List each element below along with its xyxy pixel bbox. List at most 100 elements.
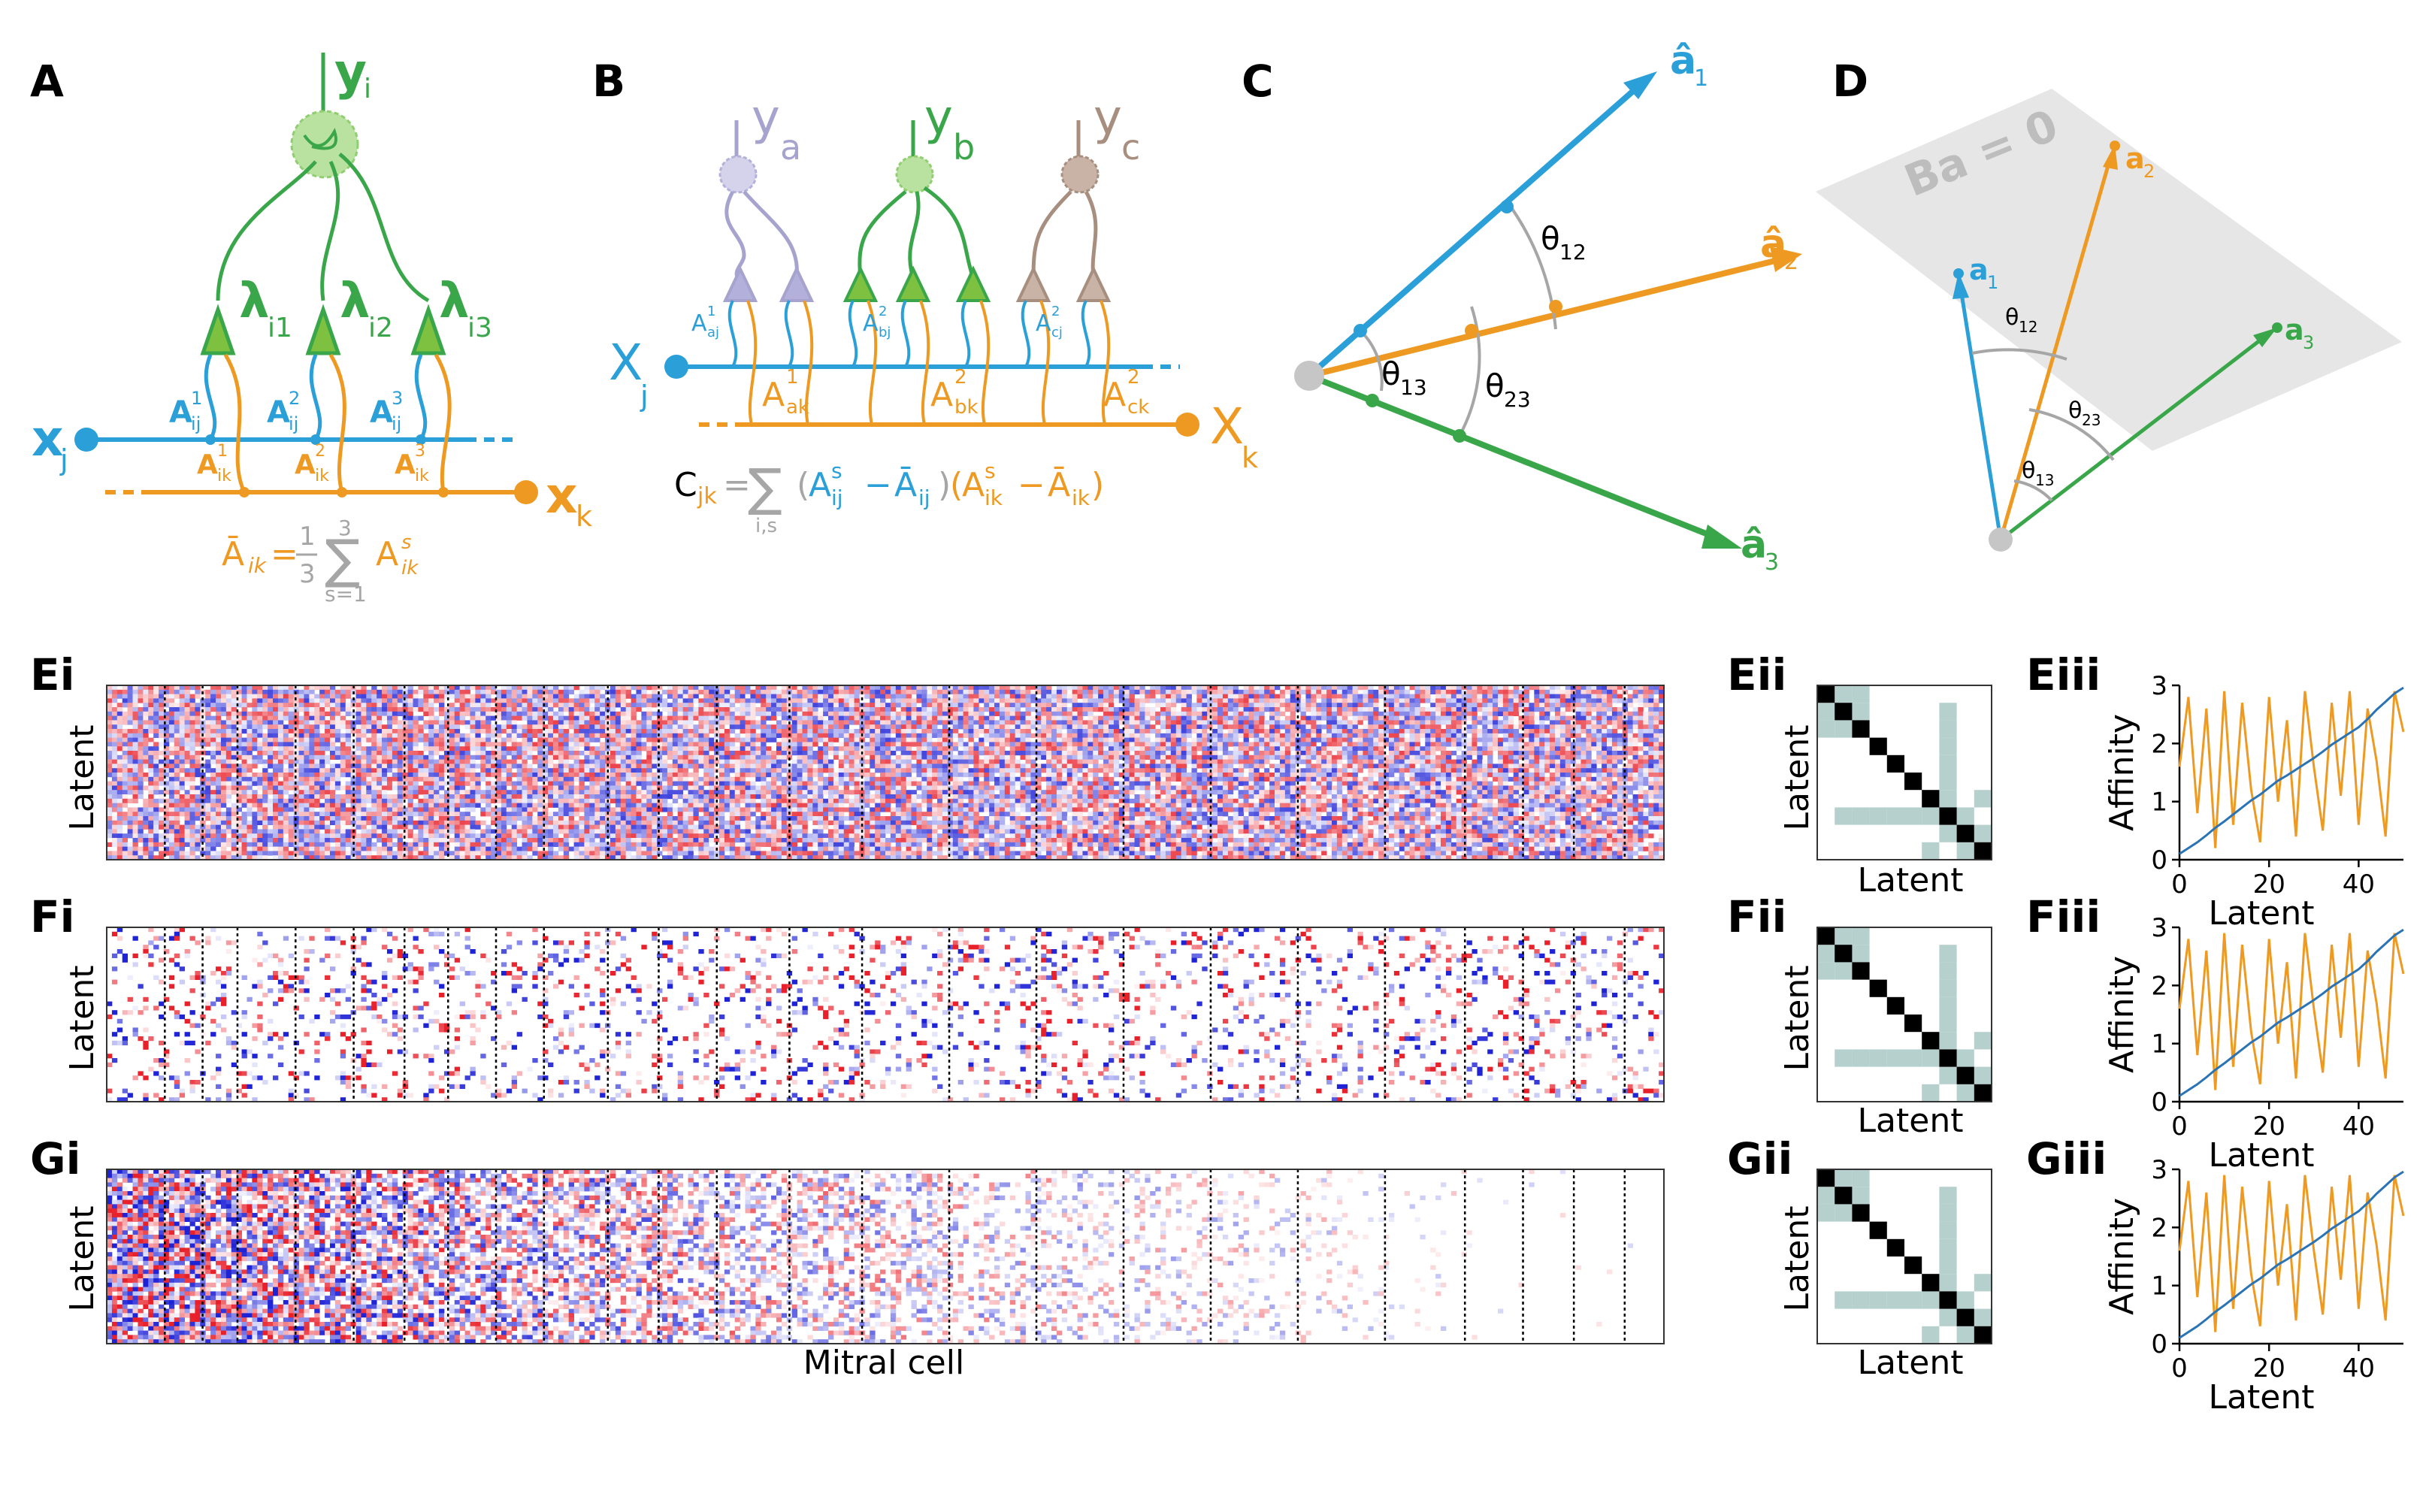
heatmap-cell	[662, 798, 668, 803]
heatmap-cell	[366, 833, 372, 839]
heatmap-cell	[594, 759, 600, 764]
heatmap-cell	[138, 794, 144, 800]
heatmap-cell	[729, 694, 736, 699]
heatmap-cell	[594, 803, 600, 808]
heatmap-cell	[657, 746, 663, 751]
heatmap-cell	[459, 798, 465, 803]
heatmap-cell	[386, 794, 393, 800]
heatmap-cell	[116, 768, 123, 773]
heatmap-cell	[698, 851, 704, 856]
heatmap-cell	[568, 846, 574, 851]
heatmap-cell	[252, 733, 258, 738]
heatmap-cell	[439, 698, 445, 703]
heatmap-cell	[122, 816, 129, 821]
heatmap-cell	[205, 812, 211, 817]
heatmap-cell	[677, 724, 684, 730]
heatmap-cell	[143, 833, 149, 839]
heatmap-cell	[428, 833, 434, 839]
heatmap-cell	[257, 759, 263, 764]
heatmap-cell	[241, 829, 247, 834]
heatmap-cell	[771, 820, 777, 825]
heatmap-cell	[386, 851, 393, 856]
heatmap-cell	[568, 807, 574, 812]
heatmap-cell	[579, 785, 585, 791]
heatmap-cell	[615, 798, 622, 803]
heatmap-cell	[319, 733, 325, 738]
heatmap-cell	[392, 824, 398, 830]
heatmap-cell	[138, 733, 144, 738]
heatmap-cell	[709, 698, 715, 703]
heatmap-cell	[511, 798, 518, 803]
heatmap-cell	[698, 794, 704, 800]
heatmap-cell	[449, 694, 455, 699]
heatmap-cell	[225, 842, 232, 847]
heatmap-cell	[501, 838, 507, 843]
heatmap-cell	[179, 829, 185, 834]
heatmap-cell	[407, 715, 413, 721]
heatmap-cell	[236, 737, 242, 742]
heatmap-cell	[454, 751, 461, 756]
heatmap-cell	[138, 764, 144, 769]
heatmap-cell	[485, 707, 492, 712]
heatmap-cell	[439, 685, 445, 691]
heatmap-cell	[688, 694, 694, 699]
heatmap-cell	[688, 838, 694, 843]
heatmap-cell	[693, 803, 699, 808]
heatmap-cell	[740, 855, 746, 860]
heatmap-cell	[288, 816, 295, 821]
heatmap-cell	[423, 694, 429, 699]
heatmap-cell	[195, 764, 201, 769]
heatmap-cell	[252, 798, 258, 803]
heatmap-cell	[377, 794, 383, 800]
heatmap-cell	[755, 698, 761, 703]
heatmap-cell	[314, 829, 320, 834]
heatmap-cell	[543, 773, 549, 778]
heatmap-cell	[475, 833, 481, 839]
heatmap-cell	[459, 698, 465, 703]
heatmap-cell	[771, 754, 777, 760]
heatmap-cell	[646, 781, 652, 786]
heatmap-cell	[527, 751, 533, 756]
heatmap-cell	[537, 807, 543, 812]
heatmap-cell	[345, 790, 352, 795]
heatmap-cell	[698, 737, 704, 742]
heatmap-cell	[652, 724, 658, 730]
heatmap-cell	[750, 764, 756, 769]
heatmap-cell	[386, 833, 393, 839]
heatmap-cell	[522, 846, 528, 851]
heatmap-cell	[459, 846, 465, 851]
heatmap-cell	[314, 776, 320, 782]
heatmap-cell	[428, 685, 434, 691]
heatmap-cell	[449, 737, 455, 742]
heatmap-cell	[527, 711, 533, 716]
heatmap-cell	[293, 776, 299, 782]
heatmap-cell	[584, 833, 590, 839]
heatmap-cell	[397, 685, 404, 691]
heatmap-cell	[480, 807, 486, 812]
heatmap-cell	[761, 759, 767, 764]
heatmap-cell	[325, 742, 331, 747]
heatmap-cell	[543, 751, 549, 756]
heatmap-cell	[636, 698, 642, 703]
heatmap-cell	[402, 776, 408, 782]
heatmap-cell	[423, 846, 429, 851]
heatmap-cell	[776, 754, 782, 760]
heatmap-cell	[552, 737, 559, 742]
heatmap-cell	[657, 833, 663, 839]
heatmap-cell	[174, 720, 180, 725]
heatmap-cell	[304, 785, 310, 791]
heatmap-cell	[210, 773, 216, 778]
heatmap-cell	[252, 824, 258, 830]
heatmap-cell	[434, 724, 440, 730]
heatmap-cell	[329, 720, 336, 725]
heatmap-cell	[548, 754, 554, 760]
heatmap-cell	[184, 694, 190, 699]
heatmap-cell	[718, 754, 725, 760]
heatmap-cell	[205, 694, 211, 699]
heatmap-cell	[464, 733, 470, 738]
heatmap-cell	[298, 855, 304, 860]
heatmap-cell	[584, 764, 590, 769]
heatmap-cell	[657, 737, 663, 742]
heatmap-cell	[386, 707, 393, 712]
heatmap-cell	[776, 798, 782, 803]
